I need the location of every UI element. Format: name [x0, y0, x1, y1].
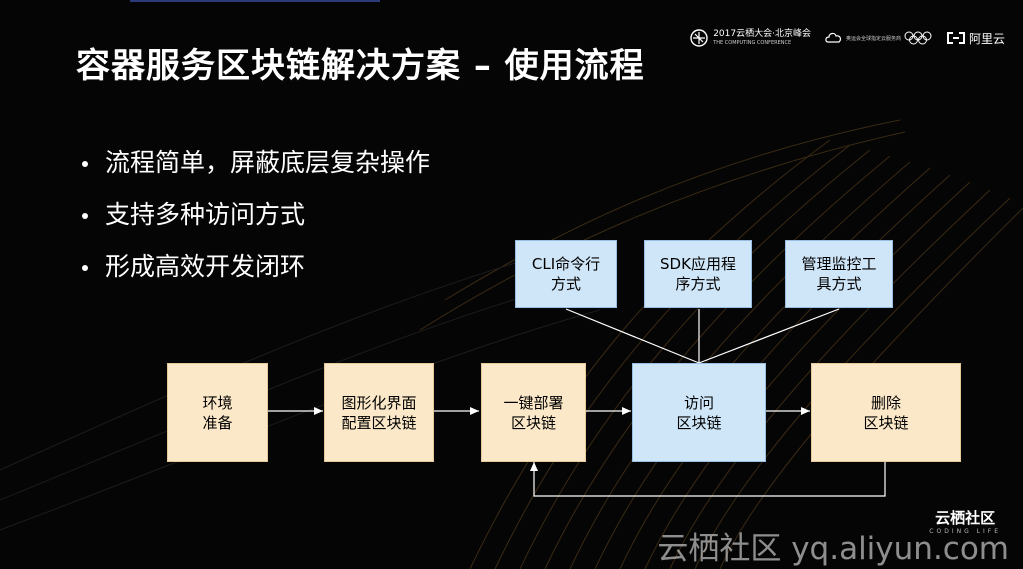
access-method-line: 方式 — [550, 275, 581, 293]
conference-logo: 2017云栖大会·北京峰会 THE COMPUTING CONFERENCE — [690, 29, 811, 47]
flow-step-line: 准备 — [202, 413, 233, 432]
flow-step-line: 删除 — [870, 393, 901, 412]
conference-subtitle: THE COMPUTING CONFERENCE — [713, 40, 792, 46]
access-method-line: 序方式 — [675, 275, 721, 293]
access-method-sdk: SDK应用程序方式 — [644, 240, 752, 308]
watermark: 云栖社区 yq.aliyun.com — [657, 531, 1009, 567]
slide-title: 容器服务区块链解决方案 – 使用流程 — [76, 46, 645, 86]
flow-step-line: 区块链 — [863, 413, 909, 432]
conference-globe-icon — [690, 29, 708, 47]
community-logo-text: 云栖社区 — [935, 509, 996, 527]
community-tagline: CODING LIFE — [929, 528, 1001, 535]
bullet-item: 形成高效开发闭环 — [80, 246, 430, 298]
flow-step-line: 访问 — [683, 393, 714, 412]
access-method-line: 具方式 — [816, 275, 862, 293]
flow-step-gui-config: 图形化界面配置区块链 — [324, 363, 434, 462]
flow-step-line: 配置区块链 — [341, 413, 417, 432]
access-method-line: SDK应用程 — [660, 255, 736, 273]
conference-name: 2017云栖大会·北京峰会 — [713, 29, 811, 39]
bullet-item: 流程简单，屏蔽底层复杂操作 — [80, 142, 430, 194]
olympic-rings-icon — [904, 31, 932, 45]
aliyun-logo: 阿里云 — [946, 30, 1005, 47]
aliyun-cloud-icon — [825, 32, 841, 43]
access-method-admin-tool: 管理监控工具方式 — [785, 240, 893, 308]
flow-step-line: 区块链 — [510, 413, 556, 432]
flow-step-deploy: 一键部署区块链 — [481, 363, 586, 462]
access-method-line: CLI命令行 — [531, 255, 601, 273]
flow-step-line: 区块链 — [676, 413, 722, 432]
access-method-cli: CLI命令行方式 — [515, 240, 617, 308]
olympic-partner-logo: 奥运会全球指定云服务商 — [825, 31, 932, 45]
flow-step-line: 环境 — [202, 393, 233, 412]
access-method-line: 管理监控工 — [801, 255, 877, 273]
flow-step-delete: 删除区块链 — [811, 363, 961, 462]
bullet-list: 流程简单，屏蔽底层复杂操作 支持多种访问方式 形成高效开发闭环 — [80, 142, 430, 298]
olympic-caption: 奥运会全球指定云服务商 — [845, 35, 901, 42]
flow-step-access: 访问区块链 — [632, 363, 766, 462]
flow-step-environment: 环境准备 — [167, 363, 268, 462]
aliyun-label: 阿里云 — [968, 31, 1005, 46]
aliyun-bracket-icon — [946, 32, 965, 44]
flow-step-line: 一键部署 — [503, 393, 564, 412]
community-logo: 云栖社区 CODING LIFE — [929, 507, 1001, 535]
top-accent-line — [130, 0, 380, 2]
flow-step-line: 图形化界面 — [341, 393, 417, 412]
header-logos: 2017云栖大会·北京峰会 THE COMPUTING CONFERENCE 奥… — [690, 26, 1005, 50]
bullet-item: 支持多种访问方式 — [80, 194, 430, 246]
